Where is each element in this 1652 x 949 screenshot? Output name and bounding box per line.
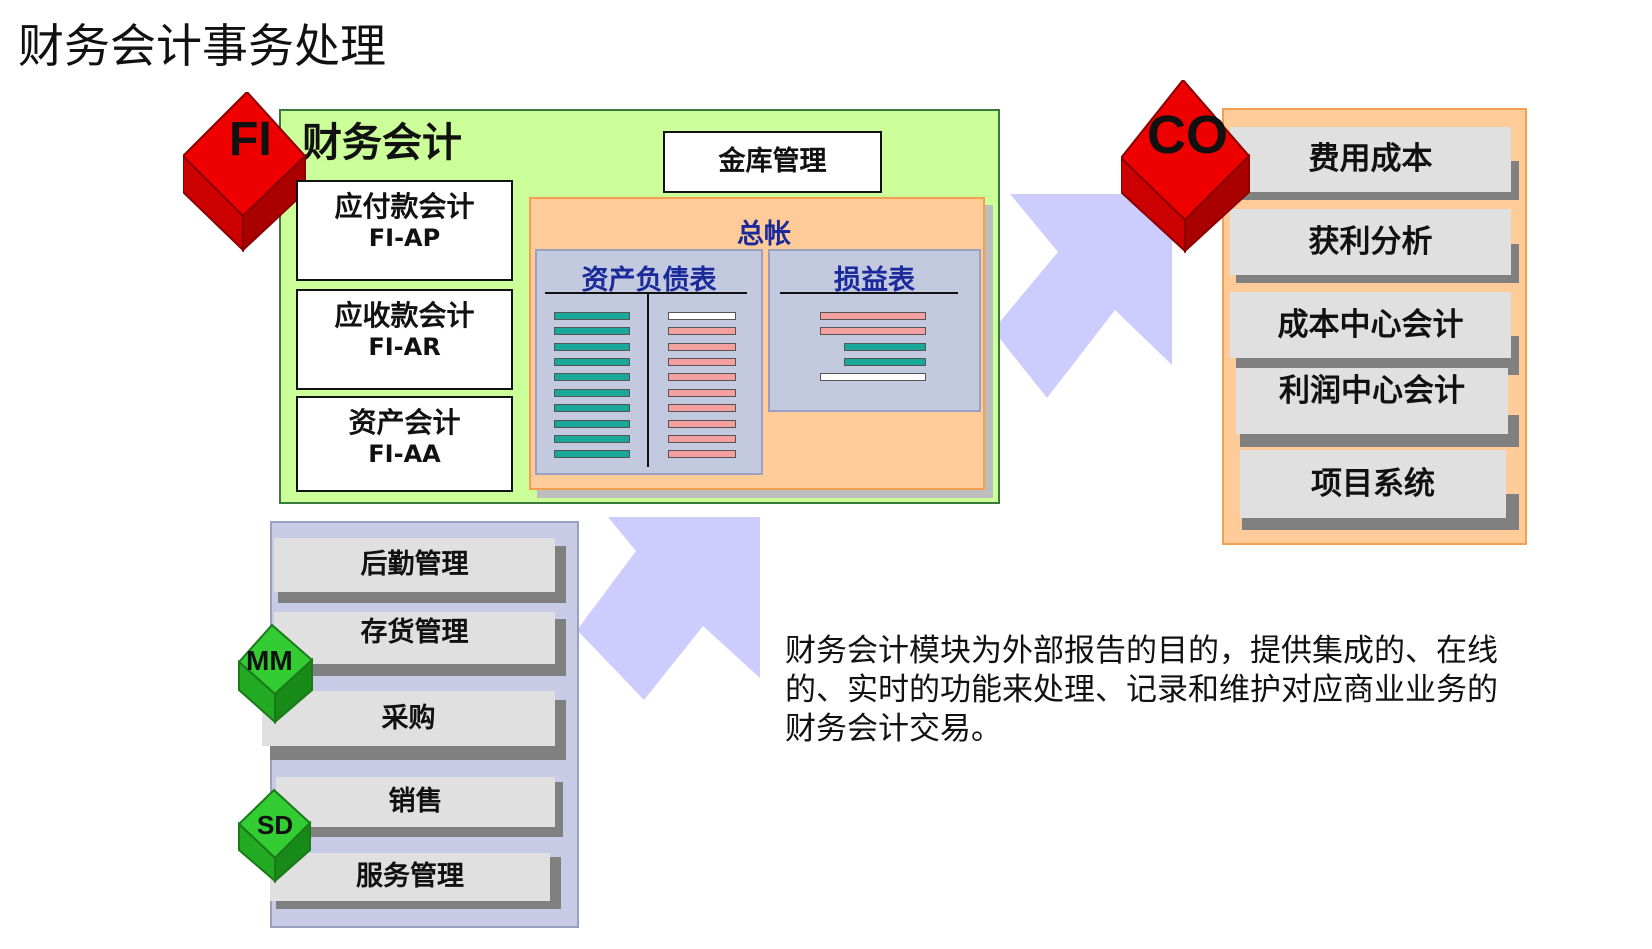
mm-code: MM xyxy=(246,645,293,676)
balance-liability-bar xyxy=(668,404,736,412)
income-expense-bar xyxy=(844,343,926,351)
co-code: CO xyxy=(1147,105,1228,165)
aa-code: FI-AA xyxy=(368,440,441,468)
balance-asset-bar xyxy=(554,312,630,320)
balance-asset-bar xyxy=(554,343,630,351)
fi-title: 财务会计 xyxy=(302,120,462,166)
fi-code: FI xyxy=(229,113,272,166)
balance-asset-bar xyxy=(554,389,630,397)
balance-asset-bar xyxy=(554,450,630,458)
fi-cube-icon: FI xyxy=(183,92,307,252)
general-ledger-title: 总帐 xyxy=(737,219,791,250)
aa-box: 资产会计 FI-AA xyxy=(296,396,513,492)
ap-box: 应付款会计 FI-AP xyxy=(296,180,513,281)
income-expense-bar xyxy=(844,358,926,366)
balance-liability-bar xyxy=(668,373,736,381)
balance-sheet-title: 资产负债表 xyxy=(581,265,717,296)
ap-name: 应付款会计 xyxy=(334,190,475,223)
description-text: 财务会计模块为外部报告的目的，提供集成的、在线的、实时的功能来处理、记录和维护对… xyxy=(785,633,1498,747)
balance-asset-bar xyxy=(554,373,630,381)
balance-liability-bar xyxy=(668,312,736,320)
balance-asset-bar xyxy=(554,420,630,428)
balance-liability-bar xyxy=(668,327,736,335)
ar-name: 应收款会计 xyxy=(334,299,475,332)
balance-liability-bar xyxy=(668,435,736,443)
mm-cube-icon: MM xyxy=(238,623,314,725)
sd-code: SD xyxy=(257,810,293,840)
balance-liability-bar xyxy=(668,389,736,397)
balance-sheet-divider xyxy=(647,294,649,467)
page-title: 财务会计事务处理 xyxy=(18,19,386,73)
balance-asset-bar xyxy=(554,358,630,366)
income-statement-underline xyxy=(780,292,958,294)
balance-liability-bar xyxy=(668,343,736,351)
income-result-bar xyxy=(820,373,926,381)
balance-liability-bar xyxy=(668,420,736,428)
sd-cube-icon: SD xyxy=(238,788,312,884)
balance-asset-bar xyxy=(554,404,630,412)
arrow-mm-to-fi xyxy=(577,517,760,700)
balance-sheet-underline xyxy=(545,292,747,294)
balance-liability-bar xyxy=(668,358,736,366)
balance-liability-bar xyxy=(668,450,736,458)
ar-box: 应收款会计 FI-AR xyxy=(296,289,513,390)
income-revenue-bar xyxy=(820,312,926,320)
income-statement-title: 损益表 xyxy=(834,265,915,296)
arrow-fi-to-co xyxy=(993,194,1172,398)
balance-asset-bar xyxy=(554,327,630,335)
treasury-box: 金库管理 xyxy=(663,131,882,193)
balance-asset-bar xyxy=(554,435,630,443)
ap-code: FI-AP xyxy=(368,224,441,252)
aa-name: 资产会计 xyxy=(348,406,461,439)
co-cube-icon: CO xyxy=(1121,80,1251,254)
income-revenue-bar xyxy=(820,327,926,335)
ar-code: FI-AR xyxy=(368,333,441,361)
